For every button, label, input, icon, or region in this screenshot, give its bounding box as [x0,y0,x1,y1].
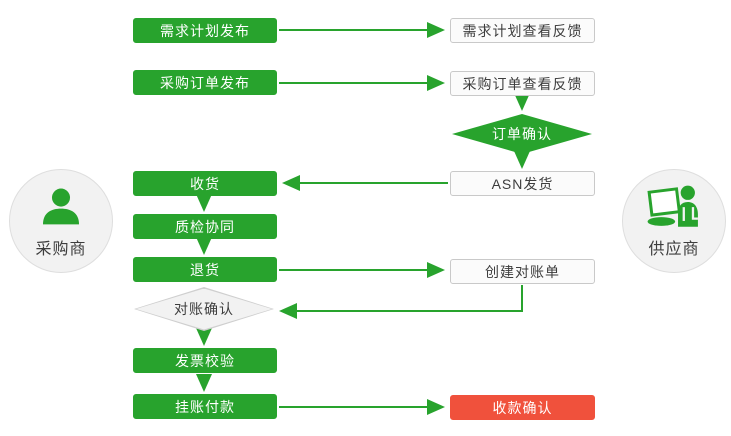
node-return-goods: 退货 [133,257,277,282]
arrow-statement-to-confirm [279,285,523,319]
node-payment-on-account: 挂账付款 [133,394,277,419]
node-po-feedback: 采购订单查看反馈 [450,71,595,96]
actor-supplier: 供应商 [622,169,726,273]
node-invoice-check: 发票校验 [133,348,277,373]
node-demand-plan-feedback: 需求计划查看反馈 [450,18,595,43]
node-receive-goods: 收货 [133,171,277,196]
node-demand-plan-publish: 需求计划发布 [133,18,277,43]
actor-buyer: 采购商 [9,169,113,273]
node-create-statement: 创建对账单 [450,259,595,284]
user-icon [10,183,112,229]
node-po-publish: 采购订单发布 [133,70,277,95]
node-quality-inspection: 质检协同 [133,214,277,239]
actor-buyer-label: 采购商 [35,241,87,258]
node-asn-ship: ASN发货 [450,171,595,196]
actor-supplier-label: 供应商 [648,241,700,258]
node-receipt-confirm: 收款确认 [450,395,595,420]
user-laptop-icon [623,183,725,229]
